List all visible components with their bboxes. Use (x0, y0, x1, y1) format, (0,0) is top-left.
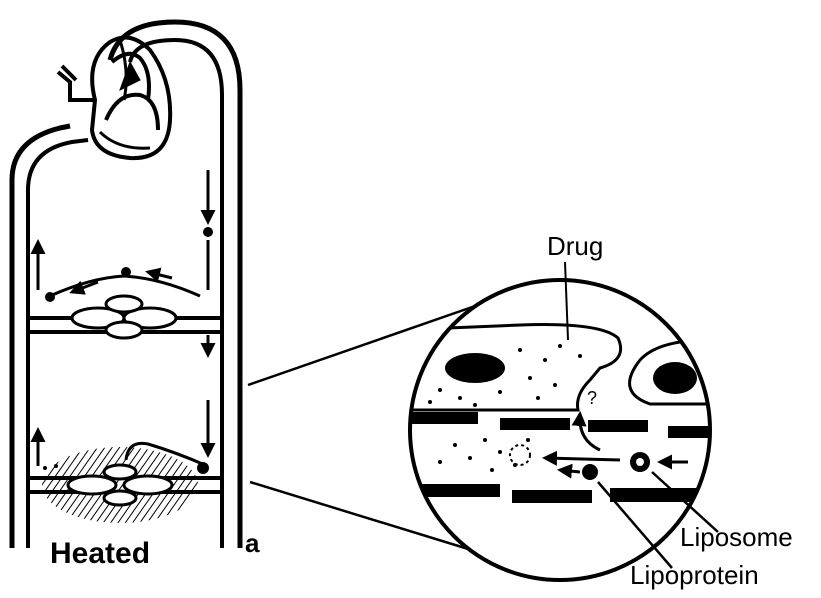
question-mark: ? (587, 388, 597, 408)
lipoprotein-label: Lipoprotein (630, 560, 759, 590)
magnified-view (400, 262, 720, 580)
heated-label: Heated (50, 537, 150, 570)
panel-label: a (245, 528, 260, 558)
blood-particles (43, 227, 213, 474)
heart (92, 38, 170, 159)
heated-capillary-bed (42, 443, 205, 523)
liposome-label: Liposome (680, 522, 793, 552)
drug-label: Drug (547, 231, 603, 261)
